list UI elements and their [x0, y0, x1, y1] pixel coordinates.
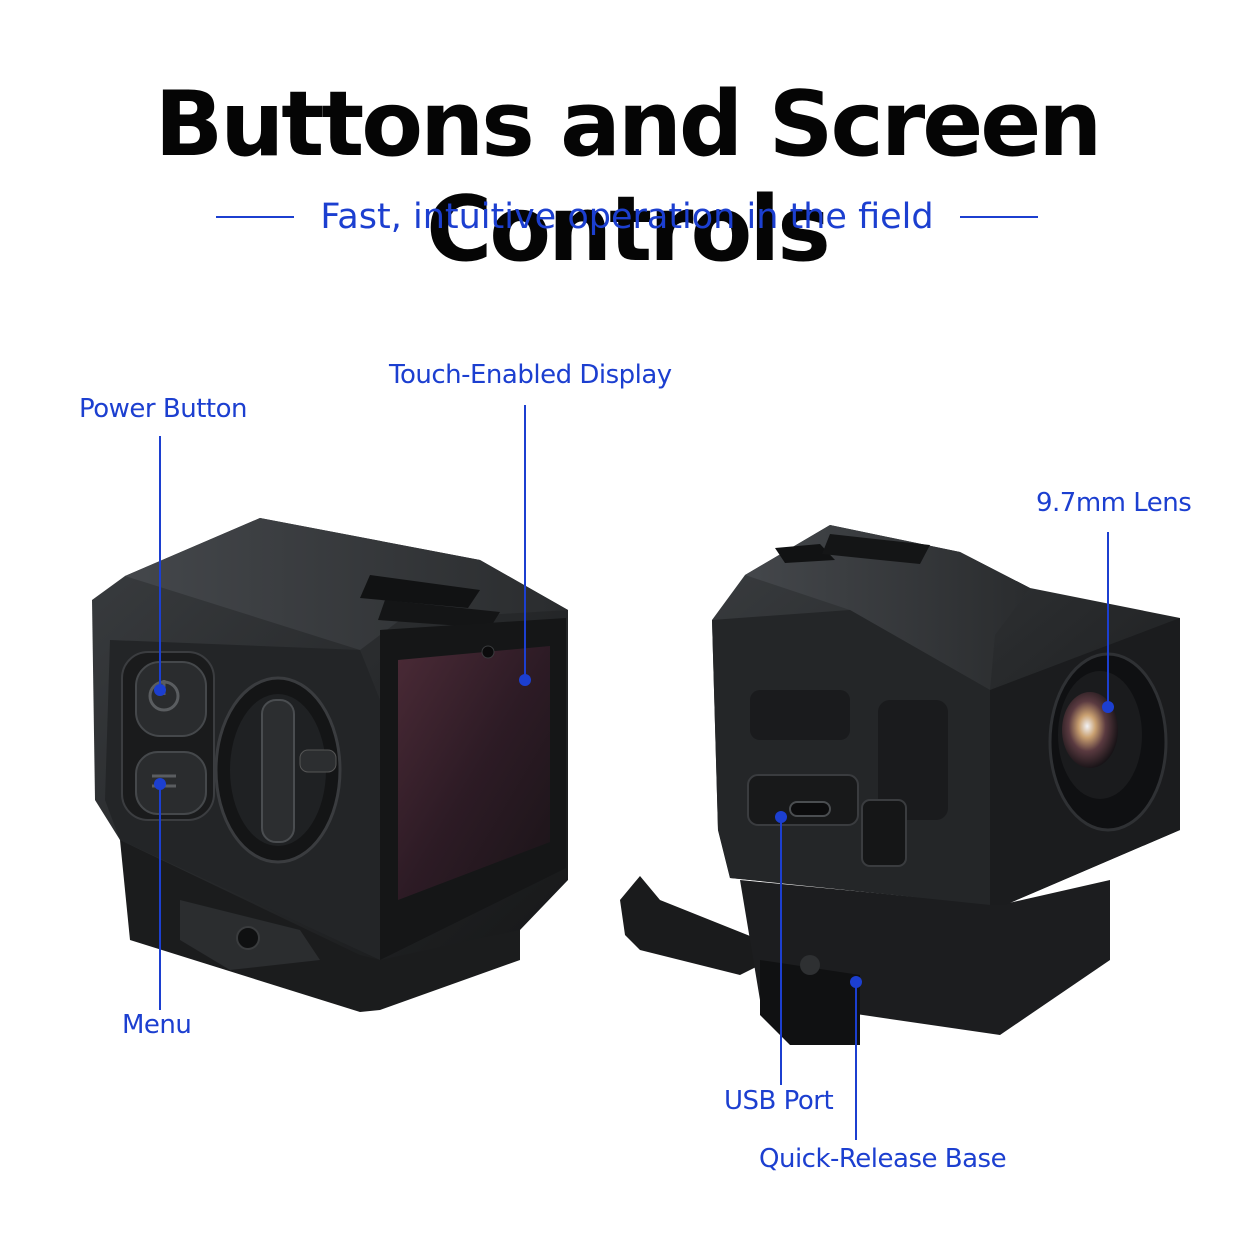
- callout-usb-port: USB Port: [724, 1086, 834, 1116]
- device-right: [620, 525, 1180, 1045]
- subtitle: Fast, intuitive operation in the field: [320, 197, 934, 237]
- callout-lines: [154, 405, 1114, 1140]
- device-left: [92, 518, 568, 1012]
- callout-display: Touch-Enabled Display: [389, 360, 672, 390]
- callout-power-button: Power Button: [79, 394, 247, 424]
- usb-port-icon: [789, 801, 831, 817]
- page-title: Buttons and Screen Controls: [154, 72, 1103, 282]
- callout-lens: 9.7mm Lens: [1036, 488, 1192, 518]
- screw-icon: [236, 926, 260, 950]
- callout-menu: Menu: [122, 1010, 192, 1040]
- base-screw-icon: [800, 955, 820, 975]
- subtitle-row: Fast, intuitive operation in the field: [0, 192, 1254, 242]
- display-screen: [398, 646, 550, 900]
- subtitle-rule-right: [959, 216, 1038, 218]
- subtitle-rule-left: [216, 216, 295, 218]
- callout-quick-release-base: Quick-Release Base: [759, 1144, 1007, 1174]
